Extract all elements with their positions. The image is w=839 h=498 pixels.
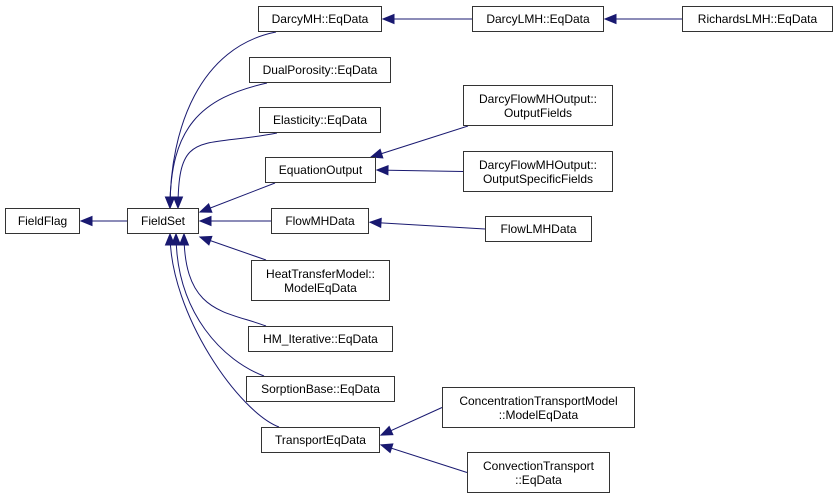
arrowhead-icon xyxy=(164,196,176,210)
class-node-label: ::EqData xyxy=(515,472,562,487)
arrowhead-icon xyxy=(603,13,617,25)
edge-flowlmhdata-to-flowmhdata xyxy=(369,221,486,230)
class-node-label: FlowLMHData xyxy=(500,222,577,236)
arrowhead-icon xyxy=(369,148,384,159)
class-node-label: ModelEqData xyxy=(284,280,357,295)
class-node-label: ConcentrationTransportModel xyxy=(459,393,618,408)
edge-elasticity-to-fieldset xyxy=(177,132,278,209)
class-node-label: HeatTransferModel:: xyxy=(266,266,375,281)
arrowhead-icon xyxy=(368,217,382,229)
class-node-label: OutputSpecificFields xyxy=(482,171,594,186)
class-node-fieldset[interactable]: FieldSet xyxy=(127,208,199,234)
edge-equationoutput-to-fieldset xyxy=(199,182,276,213)
edge-heattransfer-to-fieldset xyxy=(199,236,267,261)
class-node-heattransfer[interactable]: HeatTransferModel::ModelEqData xyxy=(251,260,390,301)
class-node-label: OutputFields xyxy=(503,105,573,120)
class-node-concentration[interactable]: ConcentrationTransportModel::ModelEqData xyxy=(442,387,635,428)
class-node-label: RichardsLMH::EqData xyxy=(697,12,818,26)
class-node-richardslmh[interactable]: RichardsLMH::EqData xyxy=(682,6,833,32)
class-node-convection[interactable]: ConvectionTransport::EqData xyxy=(467,452,610,493)
class-node-label: DarcyFlowMHOutput:: xyxy=(478,91,598,106)
arrowhead-icon xyxy=(198,202,213,213)
edge-dualporosity-to-fieldset xyxy=(169,82,268,209)
edge-transporteqdata-to-fieldset xyxy=(169,233,280,428)
class-node-flowmhdata[interactable]: FlowMHData xyxy=(271,208,369,234)
class-node-label: ::ModelEqData xyxy=(498,407,579,422)
class-node-outputfields[interactable]: DarcyFlowMHOutput::OutputFields xyxy=(463,85,613,126)
arrowhead-icon xyxy=(198,235,213,246)
arrowhead-icon xyxy=(198,215,212,227)
arrowhead-icon xyxy=(375,164,389,176)
arrowhead-icon xyxy=(79,215,93,227)
class-node-darcylmh[interactable]: DarcyLMH::EqData xyxy=(472,6,604,32)
class-node-darcymh[interactable]: DarcyMH::EqData xyxy=(258,6,382,32)
edge-hmiterative-to-fieldset xyxy=(183,233,267,327)
arrowhead-icon xyxy=(172,196,184,210)
edge-sorptionbase-to-fieldset xyxy=(175,233,265,377)
edge-convection-to-transporteqdata xyxy=(380,444,468,473)
edge-outputspecific-to-equationoutput xyxy=(376,169,464,172)
arrowhead-icon xyxy=(178,232,190,246)
class-node-label: FieldSet xyxy=(140,214,186,228)
class-node-label: EquationOutput xyxy=(278,163,363,177)
class-node-label: FlowMHData xyxy=(285,214,355,228)
class-node-label: HM_Iterative::EqData xyxy=(263,332,378,346)
class-node-hmiterative[interactable]: HM_Iterative::EqData xyxy=(248,326,393,352)
class-node-flowlmhdata[interactable]: FlowLMHData xyxy=(485,216,592,242)
class-node-label: FieldFlag xyxy=(17,214,68,228)
class-node-elasticity[interactable]: Elasticity::EqData xyxy=(259,107,381,133)
class-node-label: DarcyMH::EqData xyxy=(271,12,369,26)
class-node-label: DarcyLMH::EqData xyxy=(486,12,590,26)
class-node-label: SorptionBase::EqData xyxy=(261,382,380,396)
arrowhead-icon xyxy=(164,232,176,246)
class-node-dualporosity[interactable]: DualPorosity::EqData xyxy=(249,57,391,83)
class-node-fieldflag[interactable]: FieldFlag xyxy=(5,208,80,234)
arrowhead-icon xyxy=(379,443,394,454)
class-node-label: ConvectionTransport xyxy=(483,458,594,473)
class-node-outputspecific[interactable]: DarcyFlowMHOutput::OutputSpecificFields xyxy=(463,151,613,192)
class-node-sorptionbase[interactable]: SorptionBase::EqData xyxy=(246,376,395,402)
class-node-label: DualPorosity::EqData xyxy=(262,63,378,77)
class-node-label: Elasticity::EqData xyxy=(272,113,368,127)
class-node-label: TransportEqData xyxy=(275,433,366,447)
class-node-transporteqdata[interactable]: TransportEqData xyxy=(261,427,380,453)
class-node-equationoutput[interactable]: EquationOutput xyxy=(265,157,376,183)
arrowhead-icon xyxy=(381,13,395,25)
class-node-label: DarcyFlowMHOutput:: xyxy=(478,157,598,172)
edge-outputfields-to-equationoutput xyxy=(370,125,469,158)
arrowhead-icon xyxy=(379,425,394,436)
